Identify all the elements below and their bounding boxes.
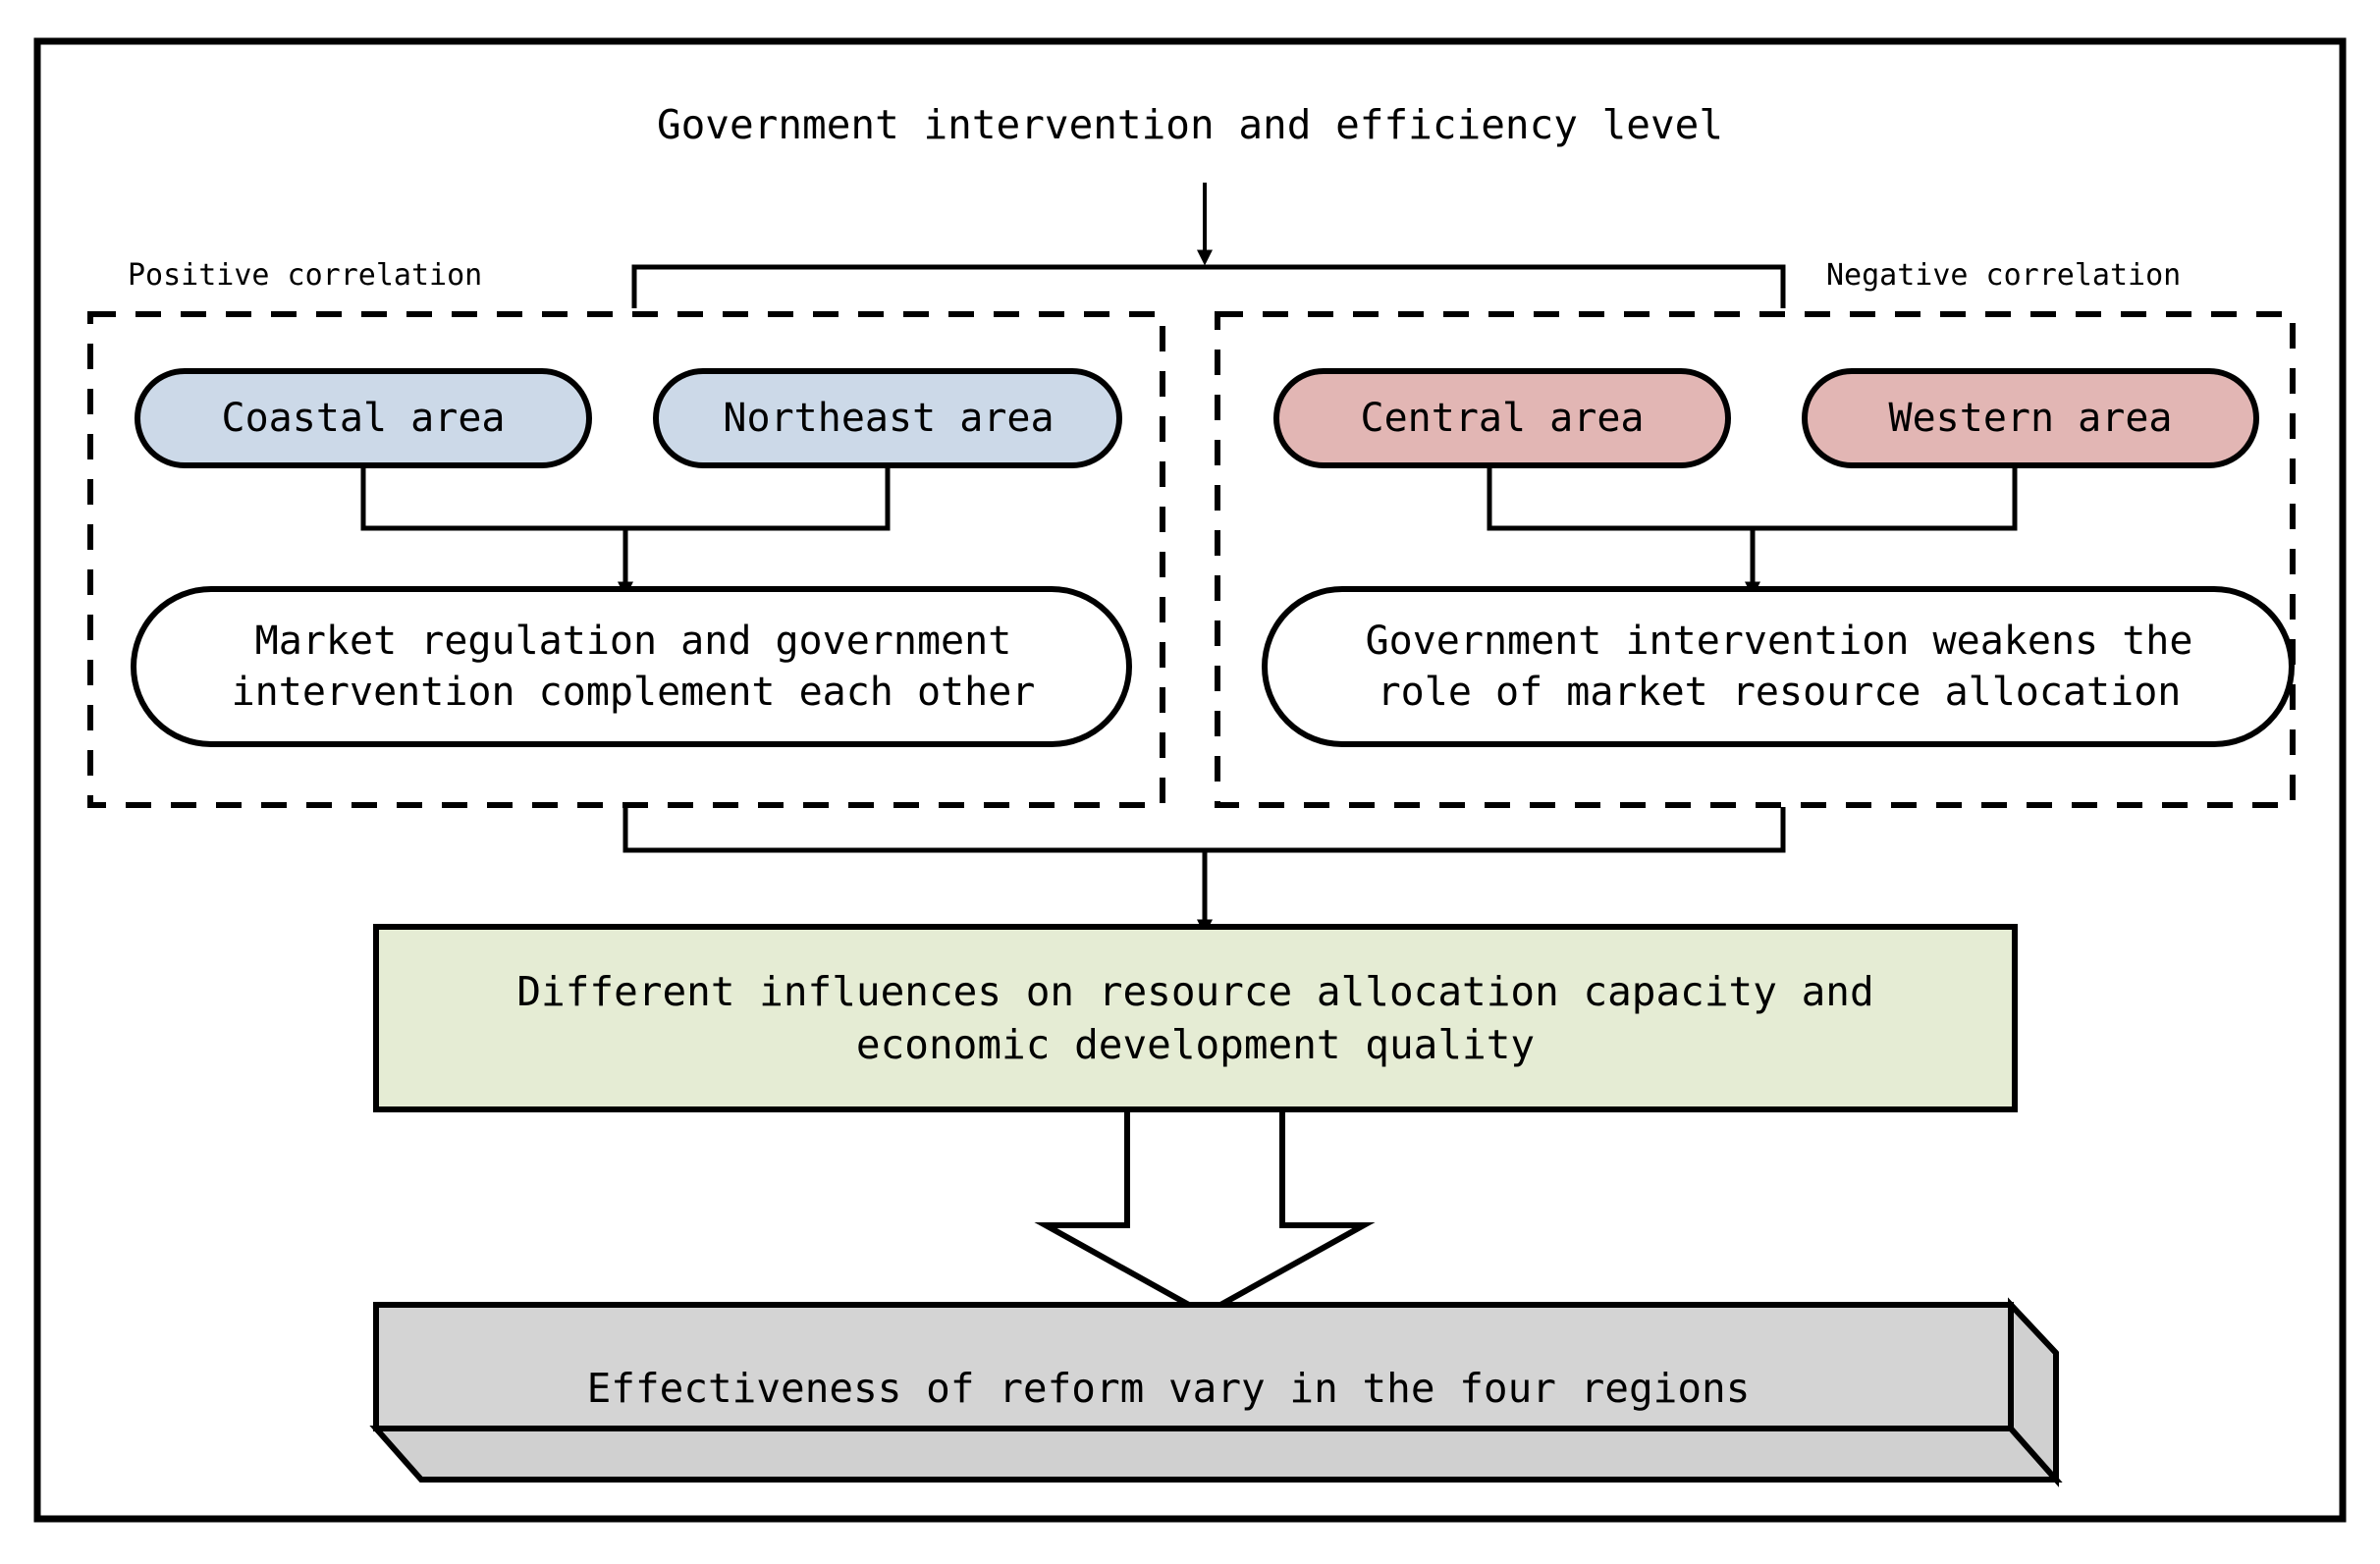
block-arrow-down bbox=[1034, 1106, 1376, 1318]
node-western-label[interactable]: Western area bbox=[1888, 396, 2173, 441]
synthesis-label: Different influences on resource allocat… bbox=[516, 968, 1874, 1068]
groups-to-synthesis-connector bbox=[622, 807, 1786, 853]
negative-merge-connector bbox=[1487, 465, 2018, 531]
positive-outcome-label: Market regulation and government interve… bbox=[231, 619, 1036, 715]
node-coastal-label[interactable]: Coastal area bbox=[221, 396, 506, 441]
top-bus-connector bbox=[631, 264, 1786, 308]
node-northeast-label[interactable]: Northeast area bbox=[723, 396, 1055, 441]
page-title: Government intervention and efficiency l… bbox=[656, 101, 1724, 149]
positive-correlation-label: Positive correlation bbox=[128, 257, 483, 293]
conclusion-label: Effectiveness of reform vary in the four… bbox=[586, 1365, 1751, 1413]
positive-merge-connector bbox=[360, 465, 891, 531]
negative-correlation-label: Negative correlation bbox=[1826, 257, 2182, 293]
conclusion-box-top-bevel bbox=[2008, 1302, 2059, 1356]
conclusion-box-side-face bbox=[2008, 1297, 2059, 1487]
negative-outcome-label: Government intervention weakens the role… bbox=[1365, 619, 2193, 715]
node-central-label[interactable]: Central area bbox=[1360, 396, 1645, 441]
